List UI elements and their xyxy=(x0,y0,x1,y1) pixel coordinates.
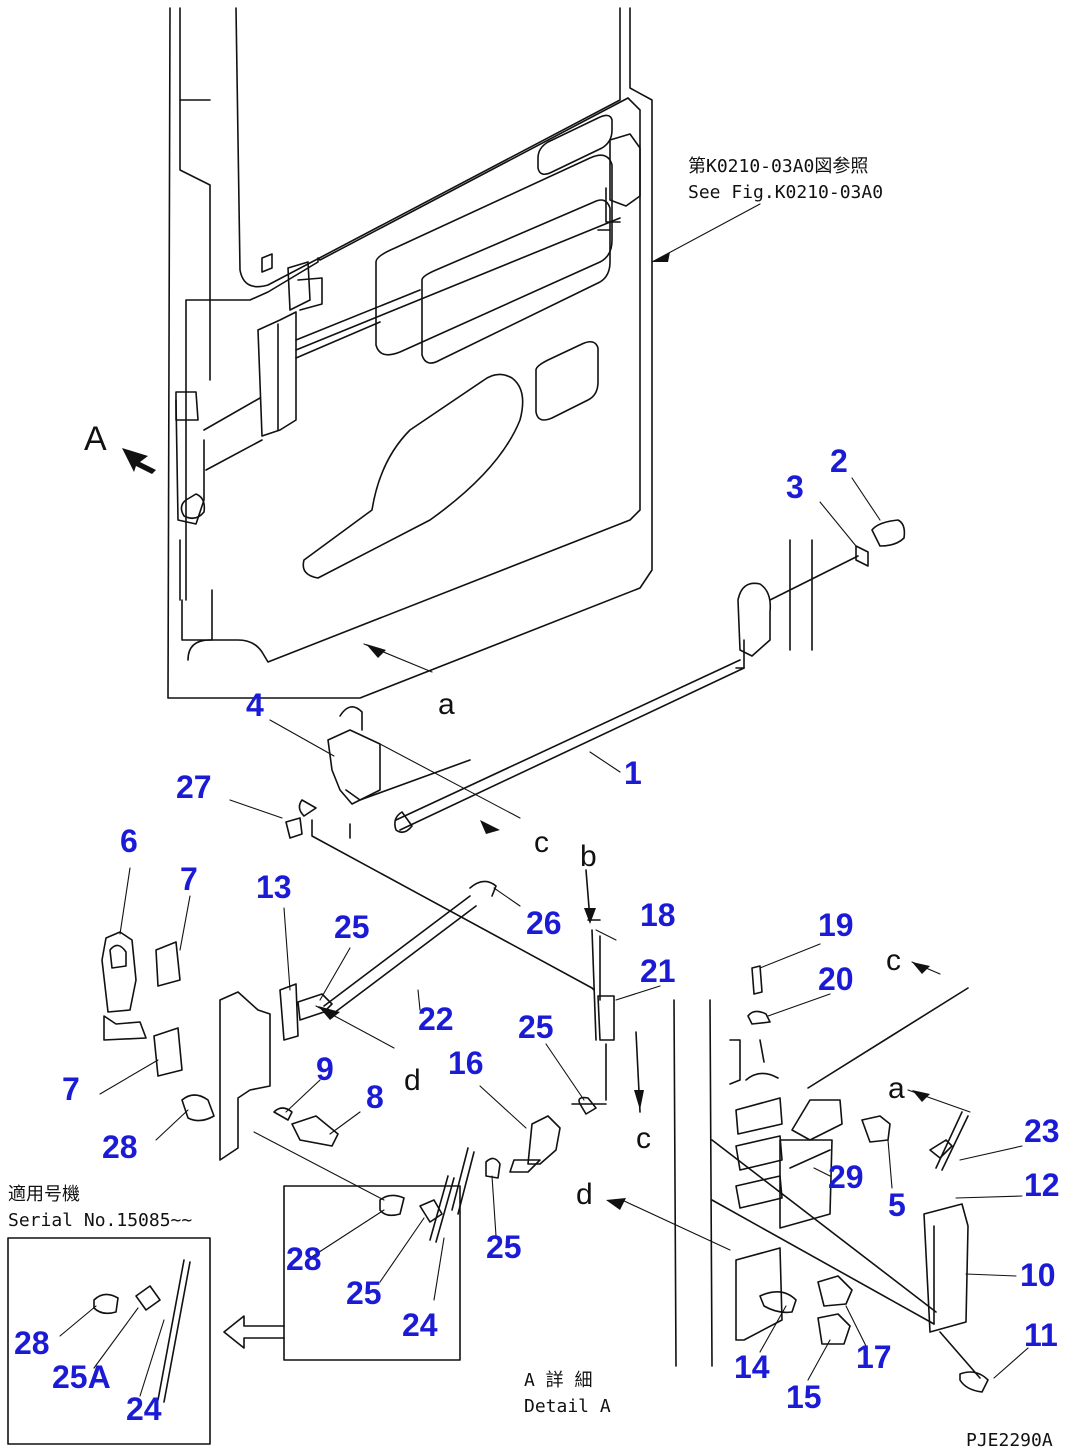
callout-5: 5 xyxy=(888,1187,906,1223)
callout-23: 23 xyxy=(1024,1113,1060,1149)
see-fig-leader xyxy=(651,203,761,263)
callout-26: 26 xyxy=(526,905,562,941)
see-fig-japanese: 第K0210-03A0図参照 xyxy=(688,156,868,177)
door-panel xyxy=(167,7,653,699)
marker-a-1: a xyxy=(438,688,455,721)
see-fig-english: See Fig.K0210-03A0 xyxy=(688,182,883,203)
callout-24-detail: 24 xyxy=(402,1307,438,1343)
callout-13: 13 xyxy=(256,869,292,905)
callout-29: 29 xyxy=(828,1159,864,1195)
callout-2: 2 xyxy=(830,443,848,479)
callout-15: 15 xyxy=(786,1379,822,1415)
callout-3: 3 xyxy=(786,469,804,505)
callout-14: 14 xyxy=(734,1349,770,1385)
callout-20: 20 xyxy=(818,961,854,997)
marker-c-1: c xyxy=(534,826,549,859)
callout-25-detail: 25 xyxy=(346,1275,382,1311)
callout-25a-inset: 25A xyxy=(52,1359,111,1395)
callout-21: 21 xyxy=(640,953,676,989)
serial-japanese: 適用号機 xyxy=(8,1184,80,1205)
callout-24-inset: 24 xyxy=(126,1391,162,1427)
middle-parts xyxy=(451,869,644,1215)
marker-b: b xyxy=(580,840,597,873)
callout-22: 22 xyxy=(418,1001,454,1037)
right-parts xyxy=(606,961,989,1393)
detail-a-japanese: A 詳 細 xyxy=(524,1370,593,1391)
callout-10: 10 xyxy=(1020,1257,1056,1293)
left-parts xyxy=(101,880,497,1201)
callout-28-left: 28 xyxy=(102,1129,138,1165)
leader-lines xyxy=(59,477,1029,1397)
callout-6: 6 xyxy=(120,823,138,859)
callout-11: 11 xyxy=(1024,1317,1058,1353)
marker-c-3: c xyxy=(886,944,901,977)
callout-27: 27 xyxy=(176,769,212,805)
drawing-code: PJE2290A xyxy=(966,1430,1053,1451)
callout-25-right: 25 xyxy=(486,1229,522,1265)
callout-7-top: 7 xyxy=(180,861,198,897)
detail-a-english: Detail A xyxy=(524,1396,611,1417)
serial-inset xyxy=(7,1237,285,1445)
callout-8: 8 xyxy=(366,1079,384,1115)
marker-d-1: d xyxy=(404,1064,421,1097)
door-lock-mechanism xyxy=(122,133,641,525)
callout-25-mid: 25 xyxy=(518,1009,554,1045)
view-a-label: A xyxy=(84,420,107,458)
callout-12: 12 xyxy=(1024,1167,1060,1203)
callout-19: 19 xyxy=(818,907,854,943)
callout-16: 16 xyxy=(448,1045,484,1081)
marker-d-2: d xyxy=(576,1178,593,1211)
callout-18: 18 xyxy=(640,897,676,933)
callout-7-bottom: 7 xyxy=(62,1071,80,1107)
marker-a-2: a xyxy=(888,1072,905,1105)
callout-1: 1 xyxy=(624,755,642,791)
callout-9: 9 xyxy=(316,1051,334,1087)
serial-number: Serial No.15085~~ xyxy=(8,1210,192,1231)
callout-28-inset: 28 xyxy=(14,1325,50,1361)
callout-28-detail: 28 xyxy=(286,1241,322,1277)
callout-4: 4 xyxy=(246,687,264,723)
rod-assembly xyxy=(285,519,906,991)
callout-25-top: 25 xyxy=(334,909,370,945)
marker-c-2: c xyxy=(636,1122,651,1155)
detail-a-box xyxy=(283,1175,461,1361)
callout-17: 17 xyxy=(856,1339,892,1375)
